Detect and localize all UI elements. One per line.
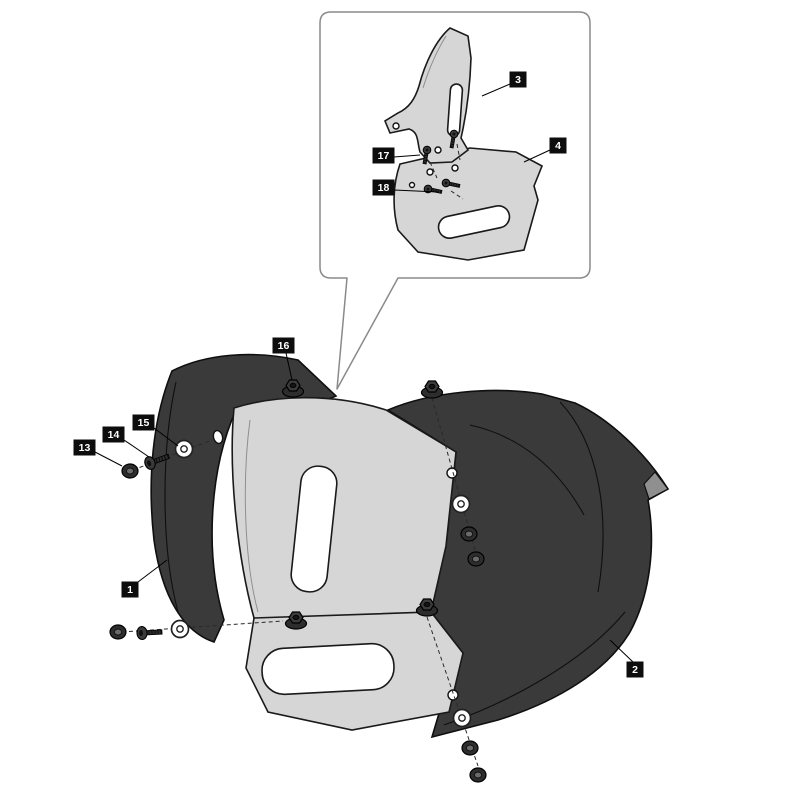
svg-text:13: 13 [79, 442, 91, 454]
grommet-bottom-right-1 [461, 740, 479, 756]
part-labels: 1 2 3 4 13 14 15 16 17 18 [73, 71, 644, 678]
bracket-hole [434, 146, 442, 154]
leader-4 [523, 149, 551, 163]
bracket-assembly [383, 27, 544, 261]
leader-3 [481, 83, 511, 97]
right-shell-contour [559, 401, 604, 593]
left-shell-contour [164, 381, 179, 613]
svg-text:16: 16 [278, 340, 290, 352]
cup-washer-lower-left [109, 624, 127, 640]
washer-lower-left [170, 619, 190, 639]
bracket-slot-cutout [446, 83, 464, 137]
leader-15 [153, 427, 179, 447]
leader-18 [393, 189, 439, 193]
svg-text:15: 15 [138, 417, 150, 429]
leader-14 [123, 439, 150, 458]
grommet-mid-right-1 [460, 526, 478, 542]
part-label-16: 16 [272, 337, 295, 354]
svg-text:2: 2 [632, 664, 638, 676]
guard-slot-cutout [261, 642, 395, 696]
leader-13 [94, 451, 123, 467]
svg-text:17: 17 [378, 150, 390, 162]
screw-lower-left [136, 624, 163, 641]
plate-slot-cutout [437, 205, 511, 239]
grommet-bottom-right-2 [469, 767, 487, 783]
svg-text:14: 14 [108, 429, 120, 441]
svg-text:4: 4 [555, 140, 561, 152]
washer-15 [174, 439, 194, 459]
panel-flange-hole [212, 429, 224, 445]
part-label-15: 15 [132, 414, 155, 431]
mount-plate-part-4 [393, 147, 544, 261]
part-label-17: 17 [372, 147, 395, 164]
svg-text:3: 3 [515, 74, 521, 86]
part-label-4: 4 [549, 137, 567, 154]
right-shell-part-2 [386, 389, 670, 739]
washer-bottom-right [452, 708, 472, 728]
part-label-3: 3 [509, 71, 527, 88]
washer-mid-right [451, 494, 471, 514]
axis-left-lower [121, 620, 284, 633]
panel-crease [244, 419, 259, 613]
right-shell-contour [469, 424, 585, 516]
plate-hole [408, 181, 416, 189]
assembly-axis-dashed [429, 161, 438, 179]
shell-hole [447, 689, 459, 701]
assembly-axis-dashed [456, 143, 461, 161]
plate-hole [426, 168, 434, 176]
part-label-14: 14 [102, 426, 125, 443]
part-label-13: 13 [73, 439, 96, 456]
svg-text:1: 1 [127, 584, 133, 596]
axis-bottom-right [426, 616, 479, 767]
leader-lines [94, 83, 634, 663]
part-label-18: 18 [372, 179, 395, 196]
panel-slot-cutout [290, 465, 338, 593]
axis-top-right [431, 397, 476, 551]
leader-17 [393, 154, 421, 158]
plate-hole [451, 164, 459, 172]
cup-washer-13 [121, 463, 139, 479]
part-label-2: 2 [626, 661, 644, 678]
assembly-axis-dashed [450, 190, 464, 200]
center-panel [231, 396, 457, 627]
shell-hole [446, 467, 458, 479]
leader-2 [609, 639, 634, 663]
bracket-contour [422, 35, 447, 89]
bracket-hole [392, 122, 400, 130]
part-label-1: 1 [121, 581, 139, 598]
beak-tip [643, 471, 669, 500]
leader-1 [137, 559, 168, 583]
flange-nut-top-right [420, 380, 444, 399]
leader-16 [285, 352, 293, 381]
left-shell-part-1 [150, 353, 338, 643]
svg-text:18: 18 [378, 182, 390, 194]
grommet-mid-right-2 [467, 551, 485, 567]
main-assembly [150, 353, 670, 739]
